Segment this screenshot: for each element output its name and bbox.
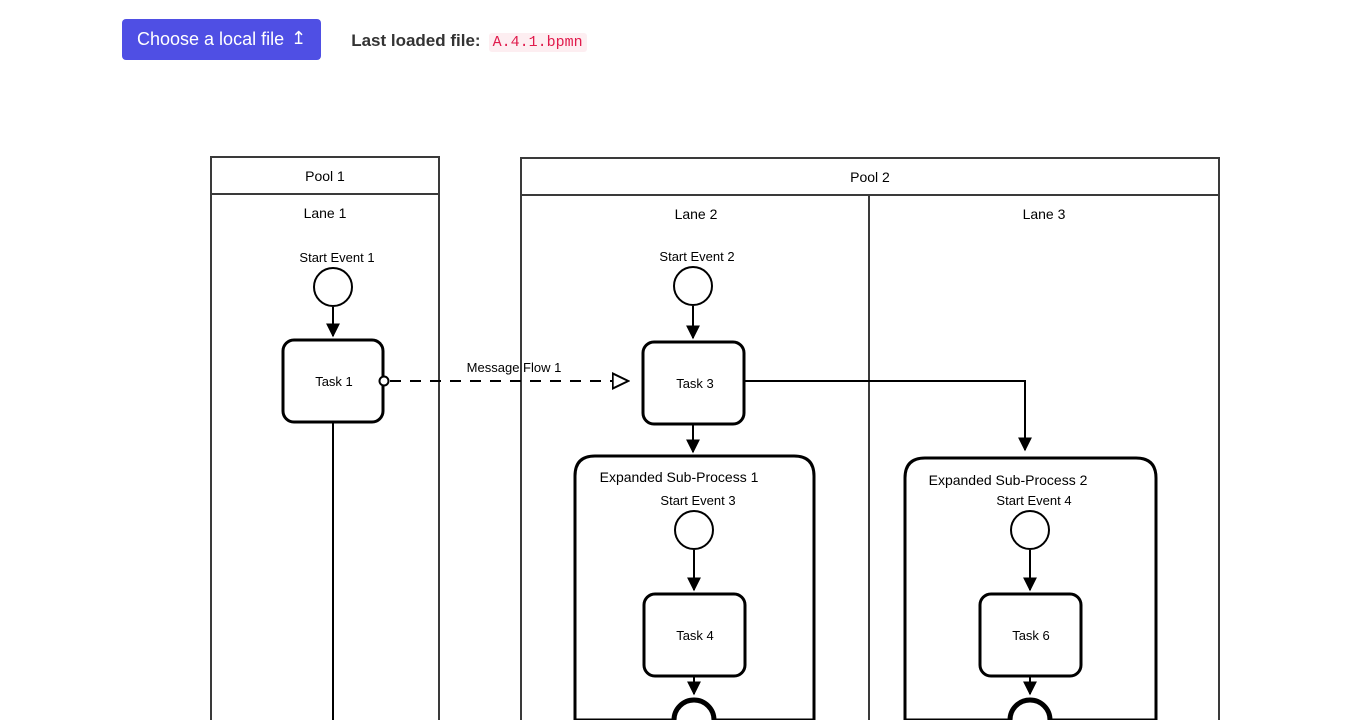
end-event-end1[interactable] (671, 697, 717, 720)
lane-lane2-label: Lane 2 (675, 206, 718, 222)
last-loaded-file-name: A.4.1.bpmn (488, 33, 587, 52)
pool-pool1[interactable]: Pool 1 Lane 1 (210, 156, 440, 720)
subprocess-sub2[interactable]: Expanded Sub-Process 2 Start Event 4 Tas… (903, 456, 1158, 720)
task-task4-label: Task 4 (676, 628, 714, 643)
pool-pool1-header (210, 156, 440, 195)
task-task1-label: Task 1 (315, 374, 353, 389)
message-flow-source-dot-icon (378, 375, 390, 387)
message-flow-msgflow1-label: Message Flow 1 (467, 360, 562, 375)
start-event-start4[interactable] (1010, 510, 1050, 550)
event-start2-label: Start Event 2 (659, 249, 734, 264)
choose-local-file-button[interactable]: Choose a local file ↥ (122, 19, 322, 60)
pool-pool2-label: Pool 2 (850, 169, 890, 185)
start-event-start1[interactable] (313, 267, 353, 307)
pool-pool2[interactable]: Pool 2 Lane 2 Lane 3 (520, 157, 1220, 720)
subprocess-sub2-border[interactable] (903, 456, 1158, 720)
event-start4-label: Start Event 4 (996, 493, 1071, 508)
sequence-flow-task3-sub2[interactable] (744, 380, 1032, 452)
lane-lane1-label: Lane 1 (304, 205, 347, 221)
subprocess-sub2-label: Expanded Sub-Process 2 (929, 472, 1088, 488)
choose-file-label: Choose a local file (137, 29, 285, 49)
subprocess-sub1-border[interactable] (573, 454, 816, 720)
top-toolbar: Choose a local file ↥ Last loaded file: … (0, 0, 1368, 80)
task-task3-label: Task 3 (676, 376, 714, 391)
end-event-end2[interactable] (1007, 697, 1053, 720)
last-loaded-file-group: Last loaded file: A.4.1.bpmn (351, 19, 587, 52)
event-start3-label: Start Event 3 (660, 493, 735, 508)
subprocess-sub1[interactable]: Expanded Sub-Process 1 Start Event 3 Tas… (573, 454, 816, 720)
task-task1[interactable] (281, 338, 385, 424)
task-task3[interactable] (641, 340, 746, 426)
task-task6-label: Task 6 (1012, 628, 1050, 643)
event-start1-label: Start Event 1 (299, 250, 374, 265)
last-loaded-file-label: Last loaded file: (351, 31, 481, 50)
subprocess-sub1-label: Expanded Sub-Process 1 (600, 469, 759, 485)
start-event-start2[interactable] (673, 266, 713, 306)
task-task4[interactable] (642, 592, 747, 678)
start-event-start3[interactable] (674, 510, 714, 550)
upload-arrow-icon: ↥ (291, 28, 307, 48)
pool-pool1-label: Pool 1 (305, 168, 345, 184)
pool-pool2-header (520, 157, 1220, 196)
message-flow-msgflow1[interactable]: Message Flow 1 (378, 360, 629, 387)
lane-lane3-label: Lane 3 (1023, 206, 1066, 222)
task-task6[interactable] (978, 592, 1083, 678)
